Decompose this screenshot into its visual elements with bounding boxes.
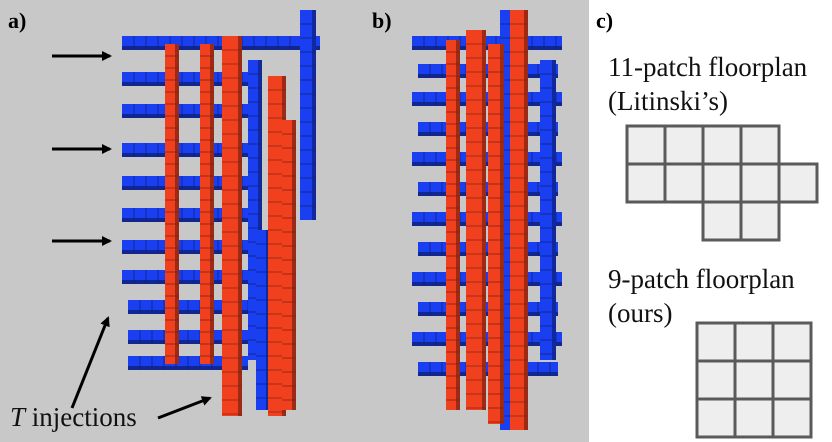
panel-a-pillar-back-2 [200,44,214,364]
panel-b-rung-3 [412,92,562,106]
floorplan-9-patch-7 [695,397,737,439]
floorplan-11-patch-11 [739,200,781,242]
floorplan-9-patch-1 [695,321,737,363]
floorplan-11-grid [625,124,819,242]
floorplan-11-patch-3 [701,124,743,166]
panel-a-pillar-front-1 [222,36,242,416]
floorplan-9-patch-4 [695,359,737,401]
panel-a-red-pillars [165,36,296,416]
floorplan-11-patch-7 [701,162,743,204]
panel-a-right-blue-column [300,10,316,220]
panel-b-pillar-1 [446,40,460,410]
floorplan-11-title: 11-patch floorplan [608,52,808,82]
floorplan-11-patch-5 [625,162,667,204]
panel-a-inner-blue-column [256,230,270,410]
floorplan-11-patch-8 [739,162,781,204]
floorplan-9-title: 9-patch floorplan [608,264,795,294]
floorplan-9-patch-5 [733,359,775,401]
panel-a-label: a) [8,8,26,33]
panel-c-label: c) [596,8,613,33]
panel-b-rung-5 [412,152,562,166]
panel-a-blue-rungs [122,10,320,410]
panel-b-rung-11 [412,332,562,346]
floorplan-9-patch-3 [771,321,813,363]
panel-b-right-blue-column [540,60,556,360]
injections-word: injections [32,402,137,432]
t-injections-label: T injections [10,402,137,432]
panel-b-pillar-2 [466,30,486,410]
floorplan-11-patch-6 [663,162,705,204]
panel-b-label: b) [372,8,392,33]
floorplan-11-patch-4 [739,124,781,166]
panel-b-lattice-render [412,10,562,430]
panel-b-blue-rungs [412,10,562,430]
panel-a-lattice-render [122,10,320,416]
panel-b-red-pillars [446,10,528,430]
floorplan-11-patch-9 [777,162,819,204]
panel-b-pillar-3 [488,44,504,424]
panel-b-pillar-4 [510,10,528,430]
floorplan-9-patch-6 [771,359,813,401]
panel-b-rung-9 [412,272,562,286]
floorplan-11-subtitle: (Litinski’s) [608,86,728,116]
floorplan-11-patch-10 [701,200,743,242]
floorplan-9-patch-2 [733,321,775,363]
panel-a-pillar-back-1 [165,44,179,364]
floorplan-11-patch-1 [625,124,667,166]
floorplan-11-patch-2 [663,124,705,166]
panel-a-pillar-front-3 [282,120,296,410]
floorplan-9-grid [695,321,813,439]
floorplan-9-subtitle: (ours) [608,298,672,328]
floorplan-9-patch-9 [771,397,813,439]
panel-b-rung-1 [412,36,562,50]
injection-arrow-diagonal [70,316,110,409]
panel-b-rung-7 [412,212,562,226]
floorplan-9-patch-8 [733,397,775,439]
t-symbol: T [10,402,27,432]
injection-arrow-bottom [157,396,212,420]
